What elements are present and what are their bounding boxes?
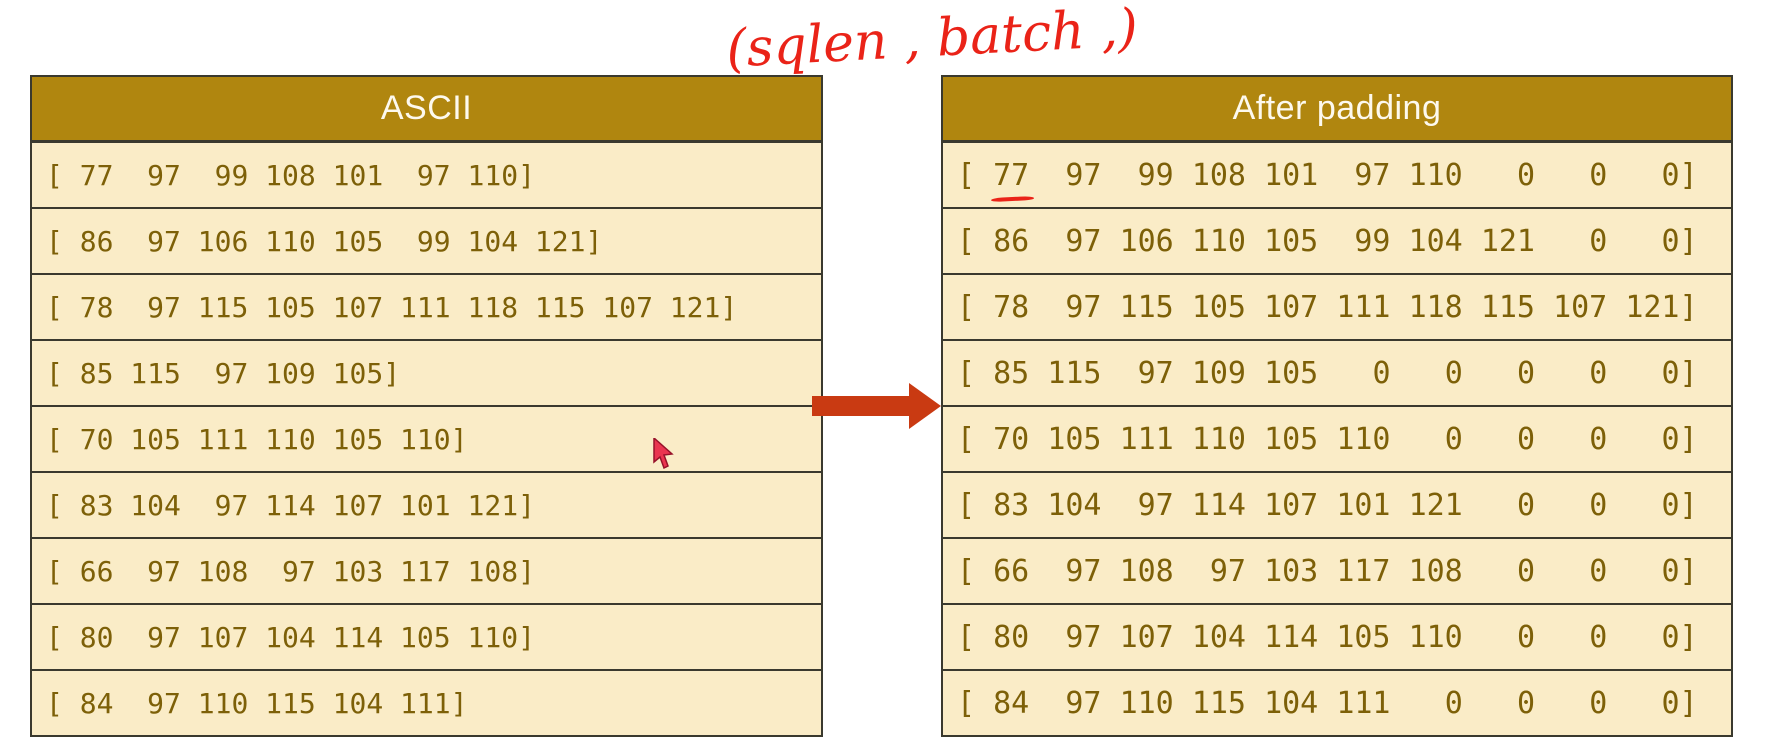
ascii-table-rows: [ 77 97 99 108 101 97 110] [ 86 97 106 11… <box>32 143 821 735</box>
table-row: [ 66 97 108 97 103 117 108] <box>32 539 821 605</box>
row-values: [ 83 104 97 114 107 101 121 0 0 0] <box>957 487 1698 523</box>
row-values: [ 85 115 97 109 105 0 0 0 0 0] <box>957 355 1698 391</box>
table-row: [ 78 97 115 105 107 111 118 115 107 121] <box>943 275 1731 341</box>
row-values: [ 80 97 107 104 114 105 110] <box>46 620 535 654</box>
row-values: [ 66 97 108 97 103 117 108 0 0 0] <box>957 553 1698 589</box>
row-values: [ 77 97 99 108 101 97 110] <box>46 158 535 192</box>
table-row: [ 70 105 111 110 105 110] <box>32 407 821 473</box>
after-padding-table-header: After padding <box>943 77 1731 143</box>
table-row: [ 83 104 97 114 107 101 121 0 0 0] <box>943 473 1731 539</box>
table-row: [ 85 115 97 109 105 0 0 0 0 0] <box>943 341 1731 407</box>
row-values: [ 86 97 106 110 105 99 104 121] <box>46 224 603 258</box>
table-row: [ 80 97 107 104 114 105 110] <box>32 605 821 671</box>
ascii-table-header: ASCII <box>32 77 821 143</box>
row-values: [ 86 97 106 110 105 99 104 121 0 0] <box>957 223 1698 259</box>
mouse-cursor-icon <box>652 436 676 470</box>
table-row: [ 84 97 110 115 104 111 0 0 0 0] <box>943 671 1731 735</box>
table-row: [ 78 97 115 105 107 111 118 115 107 121] <box>32 275 821 341</box>
row-values: [ 70 105 111 110 105 110] <box>46 422 468 456</box>
row-values: [ 66 97 108 97 103 117 108] <box>46 554 535 588</box>
row-values: [ 80 97 107 104 114 105 110 0 0 0] <box>957 619 1698 655</box>
right-arrow-icon <box>812 381 941 431</box>
row-values: [ 78 97 115 105 107 111 118 115 107 121] <box>46 290 738 324</box>
row-values: [ 77 97 99 108 101 97 110 0 0 0] <box>957 157 1698 193</box>
table-row: [ 66 97 108 97 103 117 108 0 0 0] <box>943 539 1731 605</box>
table-row: [ 83 104 97 114 107 101 121] <box>32 473 821 539</box>
table-row: [ 80 97 107 104 114 105 110 0 0 0] <box>943 605 1731 671</box>
table-row: [ 70 105 111 110 105 110 0 0 0 0] <box>943 407 1731 473</box>
table-row: [ 77 97 99 108 101 97 110] <box>32 143 821 209</box>
row-values: [ 85 115 97 109 105] <box>46 356 401 390</box>
ascii-table: ASCII [ 77 97 99 108 101 97 110] [ 86 97 … <box>30 75 823 737</box>
row-values: [ 84 97 110 115 104 111 0 0 0 0] <box>957 685 1698 721</box>
table-row: [ 85 115 97 109 105] <box>32 341 821 407</box>
row-values: [ 84 97 110 115 104 111] <box>46 686 468 720</box>
row-values: [ 70 105 111 110 105 110 0 0 0 0] <box>957 421 1698 457</box>
table-row: [ 77 97 99 108 101 97 110 0 0 0] <box>943 143 1731 209</box>
underlined-value: 77 <box>993 157 1030 193</box>
handwritten-annotation: (sqlen , batch ,) <box>724 0 1140 80</box>
after-padding-table-rows: [ 77 97 99 108 101 97 110 0 0 0] [ 86 97 … <box>943 143 1731 735</box>
table-row: [ 86 97 106 110 105 99 104 121 0 0] <box>943 209 1731 275</box>
table-row: [ 84 97 110 115 104 111] <box>32 671 821 735</box>
after-padding-table: After padding [ 77 97 99 108 101 97 110 … <box>941 75 1733 737</box>
table-row: [ 86 97 106 110 105 99 104 121] <box>32 209 821 275</box>
row-values: [ 78 97 115 105 107 111 118 115 107 121] <box>957 289 1698 325</box>
row-values: [ 83 104 97 114 107 101 121] <box>46 488 535 522</box>
